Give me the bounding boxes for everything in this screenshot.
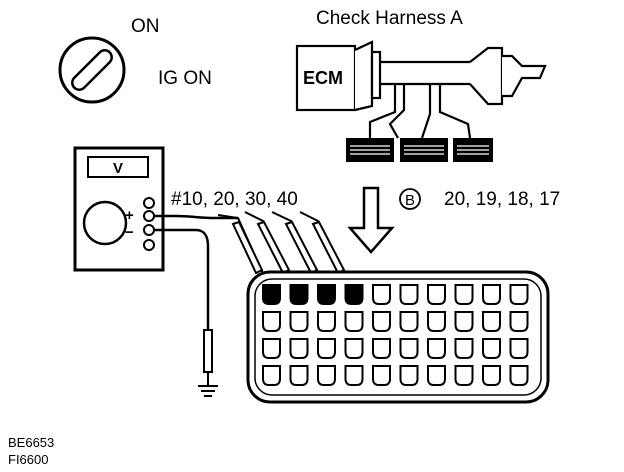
ignition-switch <box>58 36 126 104</box>
connector-pin <box>427 311 446 332</box>
meter-jack-4 <box>143 239 155 251</box>
probe-pin-20 <box>256 220 291 275</box>
ignition-on-label: ON <box>131 16 160 37</box>
connector-pin <box>427 365 446 386</box>
connector-pin <box>399 311 419 332</box>
probe-pin-10 <box>231 220 264 275</box>
connector-pin <box>482 338 501 359</box>
connector-pin <box>344 311 364 332</box>
connector-pin <box>509 311 529 332</box>
connector-pin <box>399 338 419 359</box>
harness-branch-left <box>368 84 397 138</box>
meter-volt-symbol: V <box>113 160 123 177</box>
connector-pin <box>509 365 529 386</box>
harness-trunk <box>380 60 470 86</box>
harness-branch-middle <box>420 84 432 139</box>
connector-pin <box>317 365 336 386</box>
ig-on-label: IG ON <box>158 68 212 89</box>
harness-title: Check Harness A <box>316 8 463 29</box>
connector-pin <box>509 338 529 359</box>
connector-pin <box>482 284 501 305</box>
negative-lead-wire <box>154 228 210 330</box>
connector-pin <box>317 311 336 332</box>
positive-lead-wire <box>154 214 238 220</box>
ecm-box <box>295 44 357 112</box>
harness-end-plug <box>502 54 547 98</box>
ground-icon <box>198 385 218 397</box>
ecm-pin-numbers: #10, 20, 30, 40 <box>171 189 298 210</box>
connector-inner <box>254 278 542 396</box>
down-arrow-icon <box>347 186 395 254</box>
meter-minus-symbol: − <box>125 224 134 241</box>
connector-pin <box>344 365 364 386</box>
connector-pin <box>372 284 391 305</box>
harness-branch-left2 <box>388 84 406 139</box>
harness-small-connectors <box>346 138 493 162</box>
connector-pin-grid <box>262 284 529 386</box>
harness-branch-right <box>438 84 472 139</box>
test-leads <box>154 214 238 397</box>
connector-pin <box>372 365 391 386</box>
ecm-connector-plug <box>354 40 374 112</box>
ecm-label: ECM <box>303 68 343 88</box>
meter-dial-icon <box>82 200 128 246</box>
connector-pin <box>399 365 419 386</box>
connector-pin-tested <box>289 284 309 305</box>
probe-pin-30 <box>284 220 319 275</box>
connector-pin <box>509 284 529 305</box>
connector-pin <box>262 365 281 386</box>
meter-display <box>87 156 149 178</box>
ecm-connector-face <box>246 270 550 404</box>
connector-pin <box>289 311 309 332</box>
connector-pin <box>454 365 474 386</box>
connector-pin <box>454 284 474 305</box>
probes <box>217 211 354 292</box>
connector-pin <box>372 338 391 359</box>
harness-connector <box>469 46 504 106</box>
probe-pin-40 <box>311 220 346 275</box>
connector-pin <box>317 338 336 359</box>
figure-code-1: BE6653 <box>8 435 54 450</box>
connector-pin <box>482 311 501 332</box>
connector-pin <box>344 338 364 359</box>
check-harness <box>295 40 547 139</box>
harness-pin-numbers: 20, 19, 18, 17 <box>444 189 560 210</box>
meter-jack-plus <box>143 210 155 222</box>
connector-b-marker <box>399 188 421 210</box>
connector-pin <box>289 338 309 359</box>
connector-pin <box>454 338 474 359</box>
connector-pin-tested <box>262 284 281 305</box>
meter-plus-symbol: + <box>125 207 134 224</box>
connector-pin <box>427 284 446 305</box>
connector-pin <box>454 311 474 332</box>
connector-pin <box>262 338 281 359</box>
connector-pin <box>399 284 419 305</box>
multimeter <box>73 146 165 272</box>
connector-pin <box>427 338 446 359</box>
connector-pin-tested <box>344 284 364 305</box>
figure-code-2: FI6600 <box>8 452 48 467</box>
connector-pin <box>262 311 281 332</box>
connector-b-letter: B <box>405 192 415 209</box>
ground-probe <box>203 329 213 373</box>
connector-pin <box>289 365 309 386</box>
ignition-key-icon <box>71 49 113 91</box>
connector-pin <box>372 311 391 332</box>
connector-pin <box>482 365 501 386</box>
meter-jack-1 <box>143 197 155 209</box>
ignition-switch-body <box>58 36 126 104</box>
connector-pin-tested <box>317 284 336 305</box>
meter-jack-minus <box>143 224 155 236</box>
